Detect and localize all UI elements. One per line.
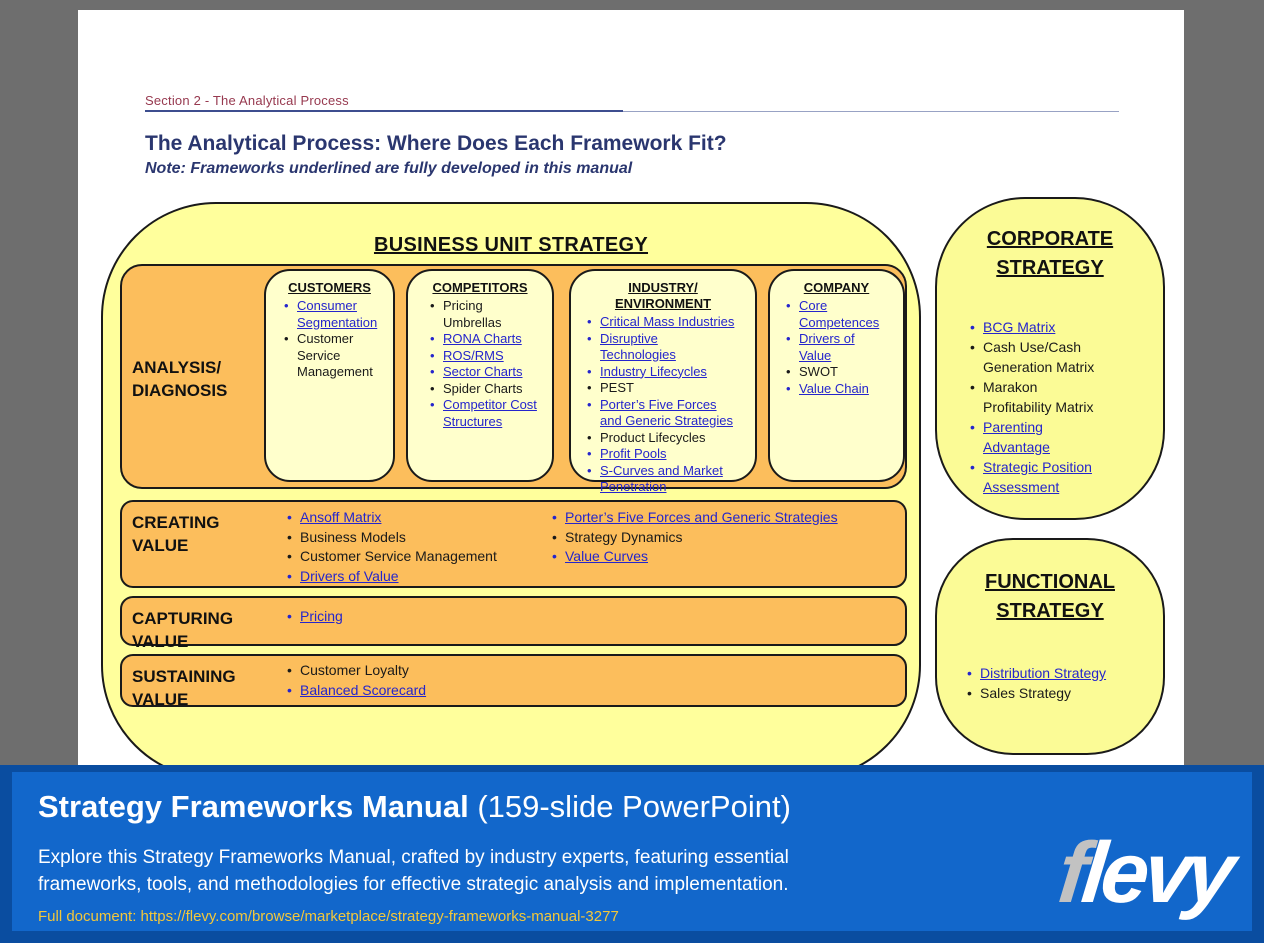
company-list: Core CompetencesDrivers of ValueSWOTValu… bbox=[786, 298, 885, 397]
framework-item[interactable]: Porter’s Five Forces and Generic Strateg… bbox=[587, 397, 736, 430]
framework-item[interactable]: Core Competences bbox=[786, 298, 885, 331]
framework-item: Strategy Dynamics bbox=[552, 528, 897, 548]
banner-panel: Strategy Frameworks Manual (159-slide Po… bbox=[12, 772, 1252, 931]
framework-item[interactable]: Profit Pools bbox=[587, 446, 736, 463]
sustaining-value-list: Customer LoyaltyBalanced Scorecard bbox=[287, 661, 587, 700]
framework-item[interactable]: Ansoff Matrix bbox=[287, 508, 549, 528]
framework-item: Product Lifecycles bbox=[587, 430, 736, 447]
sustaining-value-row: SUSTAINING VALUE Customer LoyaltyBalance… bbox=[120, 654, 907, 709]
slide-subtitle: Note: Frameworks underlined are fully de… bbox=[145, 160, 633, 177]
flevy-logo: flevy bbox=[1054, 825, 1235, 921]
framework-item: Pricing Umbrellas bbox=[430, 298, 538, 331]
creating-value-list-1: Ansoff MatrixBusiness ModelsCustomer Ser… bbox=[287, 508, 549, 586]
framework-item[interactable]: Competitor Cost Structures bbox=[430, 397, 538, 430]
framework-item: Sales Strategy bbox=[967, 683, 1130, 703]
business-unit-strategy-container: BUSINESS UNIT STRATEGY ANALYSIS/ DIAGNOS… bbox=[101, 202, 921, 780]
competitors-header: COMPETITORS bbox=[432, 280, 528, 295]
framework-item[interactable]: Value Chain bbox=[786, 381, 885, 398]
functional-strategy-title: FUNCTIONAL STRATEGY bbox=[985, 571, 1115, 622]
framework-item: PEST bbox=[587, 380, 736, 397]
framework-item: Customer Loyalty bbox=[287, 661, 587, 681]
framework-item: SWOT bbox=[786, 364, 885, 381]
functional-strategy-box: FUNCTIONAL STRATEGY Distribution Strateg… bbox=[935, 538, 1165, 755]
company-header: COMPANY bbox=[803, 280, 870, 295]
business-unit-strategy-title: BUSINESS UNIT STRATEGY bbox=[373, 234, 649, 256]
full-document-link[interactable]: Full document: https://flevy.com/browse/… bbox=[38, 908, 619, 925]
functional-strategy-list: Distribution StrategySales Strategy bbox=[967, 663, 1130, 703]
framework-item[interactable]: ROS/RMS bbox=[430, 348, 538, 365]
framework-item: Spider Charts bbox=[430, 381, 538, 398]
banner: Strategy Frameworks Manual (159-slide Po… bbox=[0, 765, 1264, 943]
competitors-list: Pricing UmbrellasRONA ChartsROS/RMSSecto… bbox=[430, 298, 538, 430]
capturing-value-list: Pricing bbox=[287, 607, 549, 627]
framework-item: Business Models bbox=[287, 528, 549, 548]
sustaining-value-label: SUSTAINING VALUE bbox=[132, 667, 236, 709]
industry-environment-list: Critical Mass IndustriesDisruptive Techn… bbox=[587, 314, 736, 496]
customers-header: CUSTOMERS bbox=[288, 280, 371, 295]
framework-item[interactable]: Drivers of Value bbox=[786, 331, 885, 364]
framework-item: Customer Service Management bbox=[287, 547, 549, 567]
creating-value-row: CREATING VALUE Ansoff MatrixBusiness Mod… bbox=[120, 500, 907, 588]
corporate-strategy-list: BCG MatrixCash Use/Cash Generation Matri… bbox=[970, 317, 1099, 497]
section-header: Section 2 - The Analytical Process bbox=[145, 93, 349, 108]
banner-description: Explore this Strategy Frameworks Manual,… bbox=[38, 847, 789, 895]
framework-item[interactable]: RONA Charts bbox=[430, 331, 538, 348]
analysis-diagnosis-label: ANALYSIS/ DIAGNOSIS bbox=[132, 358, 228, 400]
header-rule-thin bbox=[145, 111, 1119, 112]
framework-item[interactable]: Distribution Strategy bbox=[967, 663, 1130, 683]
banner-title: Strategy Frameworks Manual (159-slide Po… bbox=[38, 789, 791, 825]
competitors-column: COMPETITORS Pricing UmbrellasRONA Charts… bbox=[406, 269, 554, 482]
corporate-strategy-title: CORPORATE STRATEGY bbox=[986, 228, 1114, 279]
corporate-strategy-box: CORPORATE STRATEGY BCG MatrixCash Use/Ca… bbox=[935, 197, 1165, 520]
creating-value-label: CREATING VALUE bbox=[132, 513, 220, 555]
framework-item[interactable]: BCG Matrix bbox=[970, 317, 1099, 337]
flevy-logo-levy: levy bbox=[1077, 825, 1236, 921]
framework-item[interactable]: Sector Charts bbox=[430, 364, 538, 381]
framework-item[interactable]: Critical Mass Industries bbox=[587, 314, 736, 331]
framework-item[interactable]: Disruptive Technologies bbox=[587, 331, 736, 364]
header-rule-thick bbox=[145, 110, 623, 112]
framework-item[interactable]: S-Curves and Market Penetration bbox=[587, 463, 736, 496]
customers-column: CUSTOMERS Consumer SegmentationCustomer … bbox=[264, 269, 395, 482]
framework-item[interactable]: Drivers of Value bbox=[287, 567, 549, 587]
framework-item[interactable]: Porter’s Five Forces and Generic Strateg… bbox=[552, 508, 897, 528]
framework-item[interactable]: Pricing bbox=[287, 607, 549, 627]
industry-environment-column: INDUSTRY/ ENVIRONMENT Critical Mass Indu… bbox=[569, 269, 757, 494]
framework-item[interactable]: Value Curves bbox=[552, 547, 897, 567]
industry-environment-header: INDUSTRY/ ENVIRONMENT bbox=[614, 280, 712, 311]
framework-item[interactable]: Consumer Segmentation bbox=[284, 298, 387, 331]
banner-title-suffix: (159-slide PowerPoint) bbox=[468, 789, 791, 824]
creating-value-list-2: Porter’s Five Forces and Generic Strateg… bbox=[552, 508, 897, 567]
capturing-value-row: CAPTURING VALUE Pricing bbox=[120, 596, 907, 651]
framework-item[interactable]: Industry Lifecycles bbox=[587, 364, 736, 381]
framework-item[interactable]: Parenting Advantage bbox=[970, 417, 1099, 457]
framework-item: Cash Use/Cash Generation Matrix bbox=[970, 337, 1099, 377]
capturing-value-label: CAPTURING VALUE bbox=[132, 609, 234, 651]
company-column: COMPANY Core CompetencesDrivers of Value… bbox=[768, 269, 905, 482]
framework-item[interactable]: Balanced Scorecard bbox=[287, 681, 587, 701]
framework-item[interactable]: Strategic Position Assessment bbox=[970, 457, 1099, 497]
customers-list: Consumer SegmentationCustomer Service Ma… bbox=[284, 298, 387, 381]
slide-title: The Analytical Process: Where Does Each … bbox=[145, 132, 727, 155]
analysis-diagnosis-box: ANALYSIS/ DIAGNOSIS CUSTOMERS Consumer S… bbox=[120, 264, 907, 494]
banner-title-main: Strategy Frameworks Manual bbox=[38, 789, 469, 824]
framework-item: Customer Service Management bbox=[284, 331, 387, 381]
framework-item: Marakon Profitability Matrix bbox=[970, 377, 1099, 417]
